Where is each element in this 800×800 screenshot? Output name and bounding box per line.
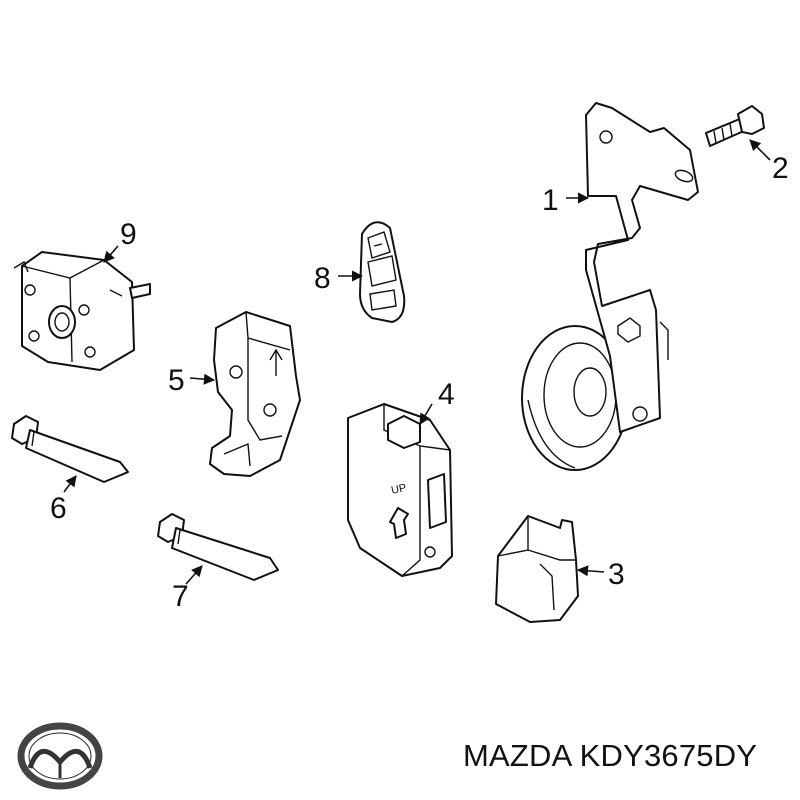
keyless-module-4: UP [347,403,453,577]
callout-4: 4 [438,378,455,411]
bolt [705,105,765,147]
callout-1: 1 [542,184,559,217]
callout-9: 9 [120,218,137,251]
antenna-6 [11,415,129,483]
callout-5: 5 [168,364,185,397]
bracket-5 [209,311,301,477]
horn-with-bracket [521,102,699,471]
callout-8: 8 [314,262,331,295]
part-number-caption: MAZDA KDY3675DY [463,738,758,773]
antenna-7 [157,513,279,581]
up-marking-label: UP [390,482,407,497]
callout-7: 7 [172,580,189,613]
leader-lines [63,139,771,585]
control-module-3 [495,515,579,623]
callout-3: 3 [608,558,625,591]
callout-2: 2 [772,152,789,185]
mazda-logo [17,722,103,790]
callout-6: 6 [50,492,67,525]
key-fob-8 [359,221,406,323]
actuator-9 [13,251,151,371]
